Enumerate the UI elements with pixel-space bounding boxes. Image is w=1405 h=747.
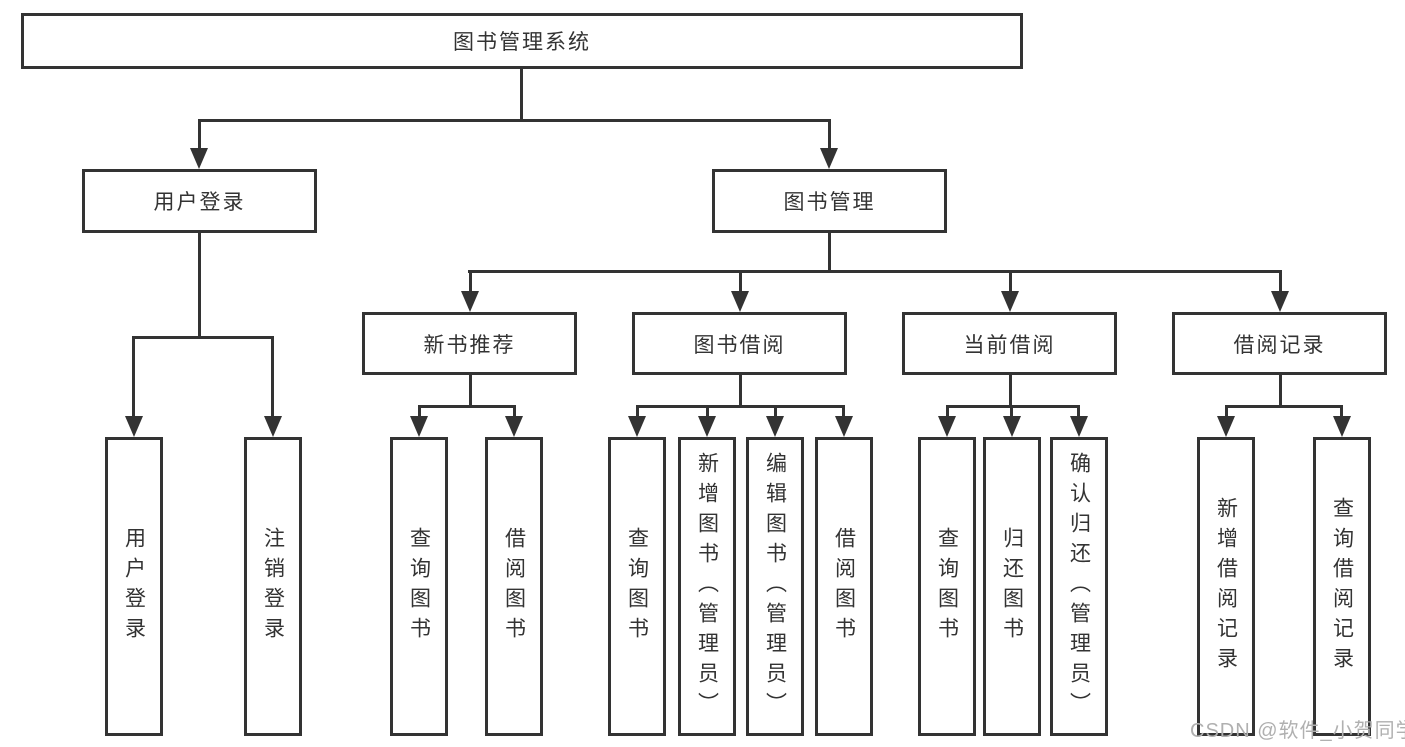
connector-line bbox=[1279, 375, 1282, 408]
connector-line bbox=[469, 270, 472, 293]
leaf-label: 注销登录 bbox=[261, 526, 285, 647]
arrow-down-icon bbox=[731, 291, 749, 312]
leaf-label: 用户登录 bbox=[122, 526, 146, 647]
connector-line bbox=[198, 233, 201, 338]
arrow-down-icon bbox=[125, 416, 143, 437]
leaf-label: 编辑图书（管理员） bbox=[763, 451, 787, 722]
connector-line bbox=[271, 336, 274, 417]
leaf-label: 查询图书 bbox=[407, 526, 431, 647]
arrow-down-icon bbox=[698, 416, 716, 437]
leaf-label: 新增图书（管理员） bbox=[695, 451, 719, 722]
connector-line bbox=[706, 405, 709, 418]
arrow-down-icon bbox=[628, 416, 646, 437]
node-new-book-recommendation: 新书推荐 bbox=[362, 312, 577, 375]
connector-line bbox=[1225, 405, 1343, 408]
connector-line bbox=[1010, 405, 1013, 418]
leaf-label: 查询图书 bbox=[625, 526, 649, 647]
arrow-down-icon bbox=[820, 148, 838, 169]
arrow-down-icon bbox=[938, 416, 956, 437]
leaf-label: 查询图书 bbox=[935, 526, 959, 647]
leaf-logout: 注销登录 bbox=[244, 437, 302, 736]
leaf-borrow-books-2: 借阅图书 bbox=[815, 437, 873, 736]
connector-line bbox=[198, 119, 201, 150]
leaf-query-books: 查询图书 bbox=[390, 437, 448, 736]
leaf-label: 确认归还（管理员） bbox=[1067, 451, 1091, 722]
arrow-down-icon bbox=[1070, 416, 1088, 437]
node-book-management: 图书管理 bbox=[712, 169, 947, 233]
connector-line bbox=[1340, 405, 1343, 418]
connector-line bbox=[946, 405, 1080, 408]
connector-line bbox=[828, 233, 831, 273]
leaf-query-books-3: 查询图书 bbox=[918, 437, 976, 736]
connector-line bbox=[842, 405, 845, 418]
connector-line bbox=[520, 69, 523, 122]
arrow-down-icon bbox=[1001, 291, 1019, 312]
connector-line bbox=[132, 336, 274, 339]
connector-line bbox=[469, 375, 472, 408]
arrow-down-icon bbox=[1271, 291, 1289, 312]
leaf-user-login: 用户登录 bbox=[105, 437, 163, 736]
connector-line bbox=[739, 270, 742, 293]
leaf-label: 归还图书 bbox=[1000, 526, 1024, 647]
node-current-borrowing: 当前借阅 bbox=[902, 312, 1117, 375]
connector-line bbox=[739, 375, 742, 408]
leaf-borrow-books: 借阅图书 bbox=[485, 437, 543, 736]
arrow-down-icon bbox=[1003, 416, 1021, 437]
leaf-query-books-2: 查询图书 bbox=[608, 437, 666, 736]
connector-line bbox=[1009, 375, 1012, 408]
node-book-borrowing: 图书借阅 bbox=[632, 312, 847, 375]
arrow-down-icon bbox=[1333, 416, 1351, 437]
connector-line bbox=[513, 405, 516, 418]
connector-line bbox=[636, 405, 639, 418]
leaf-confirm-return-admin: 确认归还（管理员） bbox=[1050, 437, 1108, 736]
leaf-label: 借阅图书 bbox=[502, 526, 526, 647]
connector-line bbox=[1279, 270, 1282, 293]
leaf-label: 查询借阅记录 bbox=[1330, 496, 1354, 677]
connector-line bbox=[946, 405, 949, 418]
connector-line bbox=[828, 119, 831, 150]
connector-line bbox=[418, 405, 516, 408]
arrow-down-icon bbox=[1217, 416, 1235, 437]
connector-line bbox=[1009, 270, 1012, 293]
leaf-add-borrow-record: 新增借阅记录 bbox=[1197, 437, 1255, 736]
connector-line bbox=[418, 405, 421, 418]
node-library-management-system: 图书管理系统 bbox=[21, 13, 1023, 69]
node-borrowing-records: 借阅记录 bbox=[1172, 312, 1387, 375]
leaf-label: 借阅图书 bbox=[832, 526, 856, 647]
arrow-down-icon bbox=[766, 416, 784, 437]
connector-line bbox=[132, 336, 135, 417]
leaf-add-books-admin: 新增图书（管理员） bbox=[678, 437, 736, 736]
connector-line bbox=[1077, 405, 1080, 418]
arrow-down-icon bbox=[505, 416, 523, 437]
arrow-down-icon bbox=[835, 416, 853, 437]
connector-line bbox=[468, 270, 1281, 273]
connector-line bbox=[198, 119, 831, 122]
connector-line bbox=[636, 405, 845, 408]
node-user-login: 用户登录 bbox=[82, 169, 317, 233]
leaf-query-borrow-record: 查询借阅记录 bbox=[1313, 437, 1371, 736]
leaf-label: 新增借阅记录 bbox=[1214, 496, 1238, 677]
arrow-down-icon bbox=[410, 416, 428, 437]
connector-line bbox=[774, 405, 777, 418]
arrow-down-icon bbox=[190, 148, 208, 169]
connector-line bbox=[1225, 405, 1228, 418]
csdn-watermark: CSDN @软件_小贺同学 bbox=[1190, 720, 1405, 742]
leaf-edit-books-admin: 编辑图书（管理员） bbox=[746, 437, 804, 736]
arrow-down-icon bbox=[461, 291, 479, 312]
leaf-return-books: 归还图书 bbox=[983, 437, 1041, 736]
arrow-down-icon bbox=[264, 416, 282, 437]
